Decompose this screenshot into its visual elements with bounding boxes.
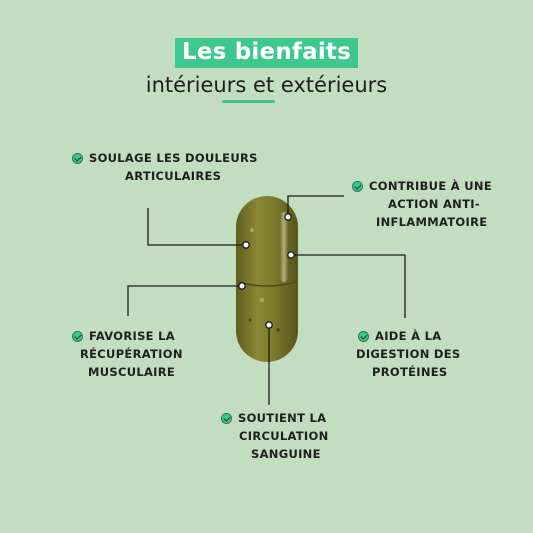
benefit-recuperation: FAVORISE LA RÉCUPÉRATION MUSCULAIRE	[72, 327, 212, 381]
benefit-line: MUSCULAIRE	[88, 365, 176, 379]
capsule-speck	[250, 228, 254, 232]
connector-dot	[287, 251, 295, 259]
benefit-line: SOUTIENT LA	[221, 409, 361, 427]
benefit-line: ARTICULAIRES	[125, 169, 222, 183]
connector-dot	[242, 241, 250, 249]
benefit-line: FAVORISE LA	[72, 327, 212, 345]
connector-dot	[265, 321, 273, 329]
connector-dot	[238, 282, 246, 290]
title-wrap: Les bienfaits	[0, 38, 533, 68]
connector-lines	[127, 195, 406, 405]
benefit-line: SANGUINE	[251, 447, 321, 461]
benefit-line: DIGESTION DES	[356, 347, 461, 361]
check-circle-icon	[352, 181, 363, 192]
benefit-line: PROTÉINES	[372, 365, 448, 379]
capsule-speck	[276, 328, 280, 332]
benefit-line: INFLAMMATOIRE	[376, 215, 488, 229]
connector-digestion	[291, 254, 406, 318]
capsule-body	[236, 196, 298, 362]
benefit-line: SOULAGE LES DOULEURS	[72, 149, 262, 167]
page-subtitle: intérieurs et extérieurs	[145, 73, 388, 97]
benefit-digestion: AIDE À LA DIGESTION DES PROTÉINES	[356, 327, 506, 381]
benefit-inflammatoire: CONTRIBUE À UNE ACTION ANTI- INFLAMMATOI…	[352, 177, 522, 231]
connector-dots	[238, 213, 295, 329]
capsule	[236, 196, 298, 362]
connector-douleurs	[147, 208, 246, 246]
benefit-circulation: SOUTIENT LA CIRCULATION SANGUINE	[221, 409, 361, 463]
benefit-line: RÉCUPÉRATION	[80, 347, 183, 361]
capsule-speck	[248, 318, 252, 322]
page-title: Les bienfaits	[175, 38, 358, 68]
check-circle-icon	[72, 153, 83, 164]
check-circle-icon	[72, 331, 83, 342]
benefit-line: AIDE À LA	[356, 327, 506, 345]
benefit-line: CIRCULATION	[239, 429, 329, 443]
check-circle-icon	[358, 331, 369, 342]
benefit-line: CONTRIBUE À UNE	[352, 177, 522, 195]
capsule-shine	[280, 212, 288, 282]
check-circle-icon	[221, 413, 232, 424]
subtitle-underline	[222, 100, 275, 103]
benefit-line: ACTION ANTI-	[388, 197, 480, 211]
connector-dot	[284, 213, 292, 221]
capsule-speck	[259, 297, 265, 303]
connector-recuperation	[127, 285, 242, 316]
benefit-douleurs: SOULAGE LES DOULEURS ARTICULAIRES	[72, 149, 262, 185]
connector-inflammatoire	[287, 195, 344, 217]
